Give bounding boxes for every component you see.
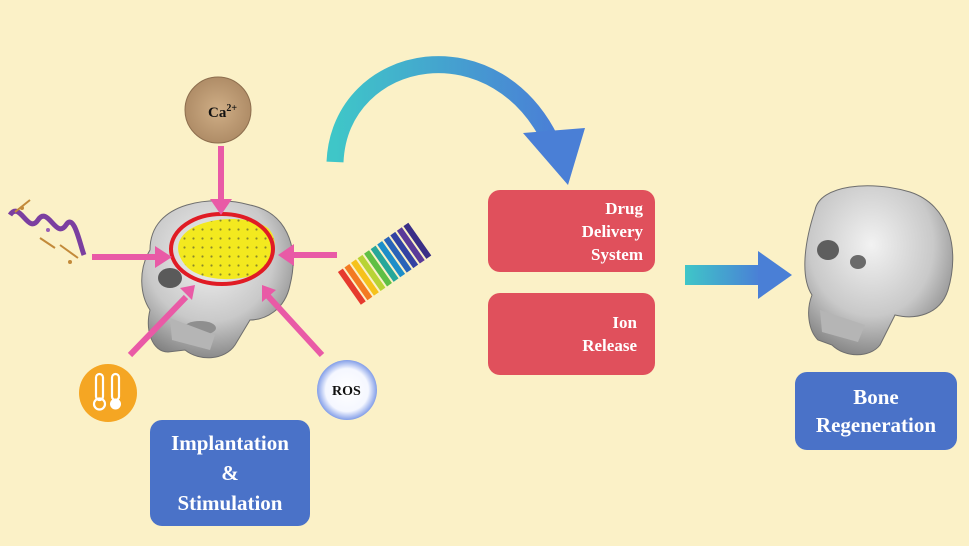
implant-line3: Stimulation <box>177 491 283 515</box>
implant-line1: Implantation <box>171 431 289 455</box>
bone-regeneration-box: Bone Regeneration <box>795 372 957 450</box>
implantation-stimulation-box: Implantation & Stimulation <box>150 420 310 526</box>
stimulus-arrows <box>92 146 337 358</box>
ion-release-box: Ion Release <box>488 293 655 375</box>
ph-strip-icon <box>337 222 432 305</box>
ros-stimulus-circle <box>317 360 377 420</box>
bone-line1: Bone <box>853 385 899 409</box>
drug-delivery-line3: System <box>591 244 643 264</box>
protein-helix-icon <box>7 199 87 264</box>
drug-delivery-box: Drug Delivery System <box>488 190 655 272</box>
bone-line2: Regeneration <box>815 413 937 437</box>
ros-label: ROS <box>332 384 361 399</box>
calcium-label: Ca2+ <box>208 103 238 121</box>
implant-line2: & <box>221 461 239 485</box>
curved-process-arrow <box>326 56 585 185</box>
drug-delivery-line1: Drug <box>605 198 643 218</box>
ion-release-line1: Ion <box>612 313 637 332</box>
implant-highlight-ring <box>169 212 275 286</box>
ion-release-line2: Release <box>582 336 637 355</box>
outcome-arrow <box>685 251 792 299</box>
yellow-implant <box>178 218 275 280</box>
calcium-stimulus-circle <box>184 76 252 144</box>
thermometer-icon <box>79 364 137 422</box>
drug-delivery-line2: Delivery <box>581 221 643 241</box>
regenerated-skull <box>804 185 954 356</box>
